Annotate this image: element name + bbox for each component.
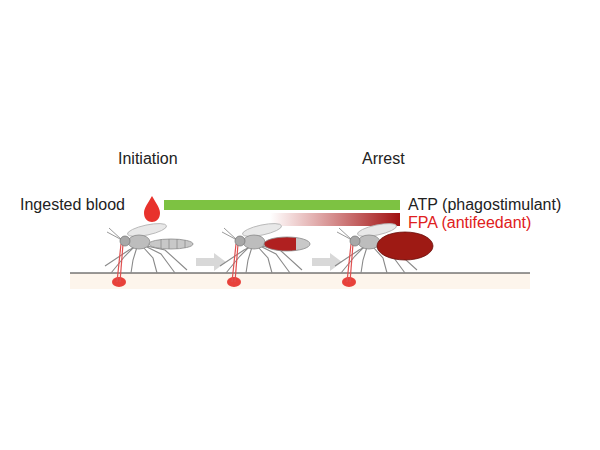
input-label: Ingested blood <box>20 196 125 214</box>
signal-label: ATP (phagostimulant) <box>408 196 561 214</box>
stage-heading: Initiation <box>118 150 178 168</box>
stage-heading: Arrest <box>362 150 405 168</box>
signal-label: FPA (antifeedant) <box>408 214 531 232</box>
